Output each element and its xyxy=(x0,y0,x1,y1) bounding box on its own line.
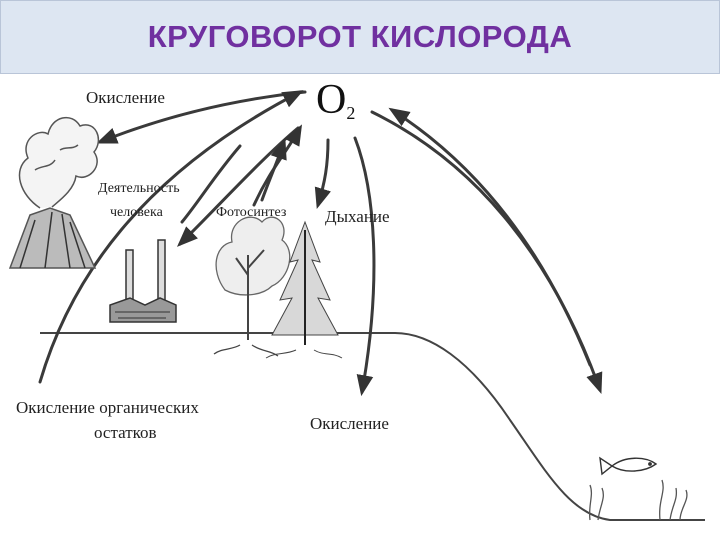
arrow-oxidation-top xyxy=(96,90,307,144)
arrow-photosynthesis-a xyxy=(252,124,303,207)
label-human-activity-line1: Деятельность xyxy=(98,181,180,196)
page-title: КРУГОВОРОТ КИСЛОРОДА xyxy=(147,19,573,54)
oxygen-formula-subscript: 2 xyxy=(346,103,356,123)
arrow-to-water xyxy=(370,110,603,394)
arrow-human-activity-b xyxy=(180,144,242,224)
arrow-oxidation-bottom xyxy=(353,136,376,397)
volcano-icon xyxy=(8,116,100,269)
oxygen-formula: O2 xyxy=(316,79,355,134)
arrow-photosynthesis-b xyxy=(260,138,287,202)
label-human-activity-line2: человека xyxy=(110,205,163,220)
factory-icon xyxy=(109,239,177,323)
label-oxidation-bottom: Окисление xyxy=(310,414,389,433)
ground-line xyxy=(40,332,705,521)
title-banner: КРУГОВОРОТ КИСЛОРОДА xyxy=(0,0,720,74)
label-oxidation-top: Окисление xyxy=(86,88,165,107)
oxygen-cycle-diagram xyxy=(8,90,705,521)
arrow-organic-oxidation xyxy=(38,90,304,384)
arrow-respiration xyxy=(314,138,331,210)
label-organic-oxidation-line2: остатков xyxy=(94,423,157,442)
water-plants-icon xyxy=(588,479,688,521)
label-organic-oxidation-line1: Окисление органических xyxy=(16,398,199,417)
arrow-from-water xyxy=(388,107,592,367)
arrows-group xyxy=(38,90,603,397)
fir-tree-icon xyxy=(265,220,343,359)
label-respiration: Дыхание xyxy=(325,207,390,226)
label-photosynthesis: Фотосинтез xyxy=(216,205,287,220)
fish-icon xyxy=(599,456,658,476)
oxygen-formula-symbol: O xyxy=(316,77,347,123)
